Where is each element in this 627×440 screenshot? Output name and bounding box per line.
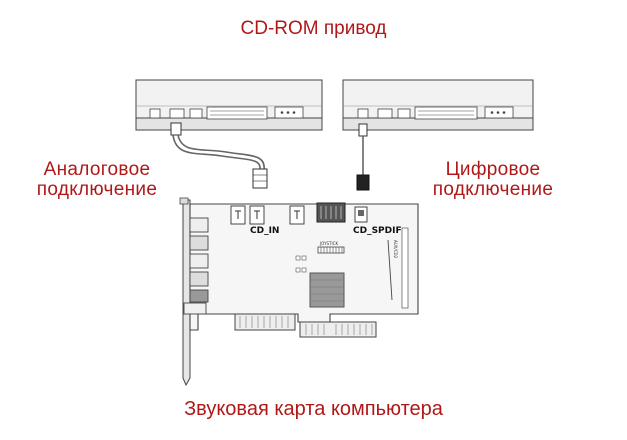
aux-header — [401, 227, 409, 309]
joystick-label: JOYSTICK — [320, 241, 339, 246]
jumper-block-right — [397, 108, 411, 119]
spdif-connector — [169, 108, 185, 119]
dsp-chip — [309, 272, 345, 308]
game-port — [183, 302, 207, 315]
aux-label: AUX/CD2 — [393, 240, 398, 259]
analog-label: Аналоговое подключение — [8, 160, 186, 200]
joystick-header — [317, 246, 345, 254]
cdrom-drive-right — [342, 79, 534, 131]
card-bracket — [182, 199, 191, 387]
ide-connector-right — [414, 106, 478, 120]
digital-label-line2: подключение — [432, 179, 554, 200]
audio-jack-3 — [189, 253, 209, 269]
ide-connector — [206, 106, 268, 120]
digital-cable — [356, 123, 370, 191]
digital-label-line1: Цифровое — [445, 159, 541, 180]
page-title: CD-ROM привод — [240, 18, 387, 39]
analog-audio-connector — [149, 108, 161, 119]
audio-jack-5 — [189, 289, 209, 303]
cdrom-drive-left — [135, 79, 323, 131]
audio-jack-2 — [189, 235, 209, 251]
sound-card — [179, 197, 419, 387]
analog-label-line2: подключение — [36, 179, 158, 200]
audio-jack-4 — [189, 271, 209, 287]
jumper-block — [189, 108, 203, 119]
analog-label-line1: Аналоговое — [43, 159, 151, 180]
analog-cable — [170, 122, 268, 189]
analog-connector-right — [377, 108, 393, 119]
cd-spdif-label: CD_SPDIF — [353, 226, 402, 236]
spdif-connector-right — [357, 108, 369, 119]
digital-label: Цифровое подключение — [398, 160, 588, 200]
audio-jack-1 — [189, 217, 209, 233]
bottom-caption: Звуковая карта компьютера — [184, 398, 443, 420]
cd-in-label: CD_IN — [250, 226, 280, 236]
